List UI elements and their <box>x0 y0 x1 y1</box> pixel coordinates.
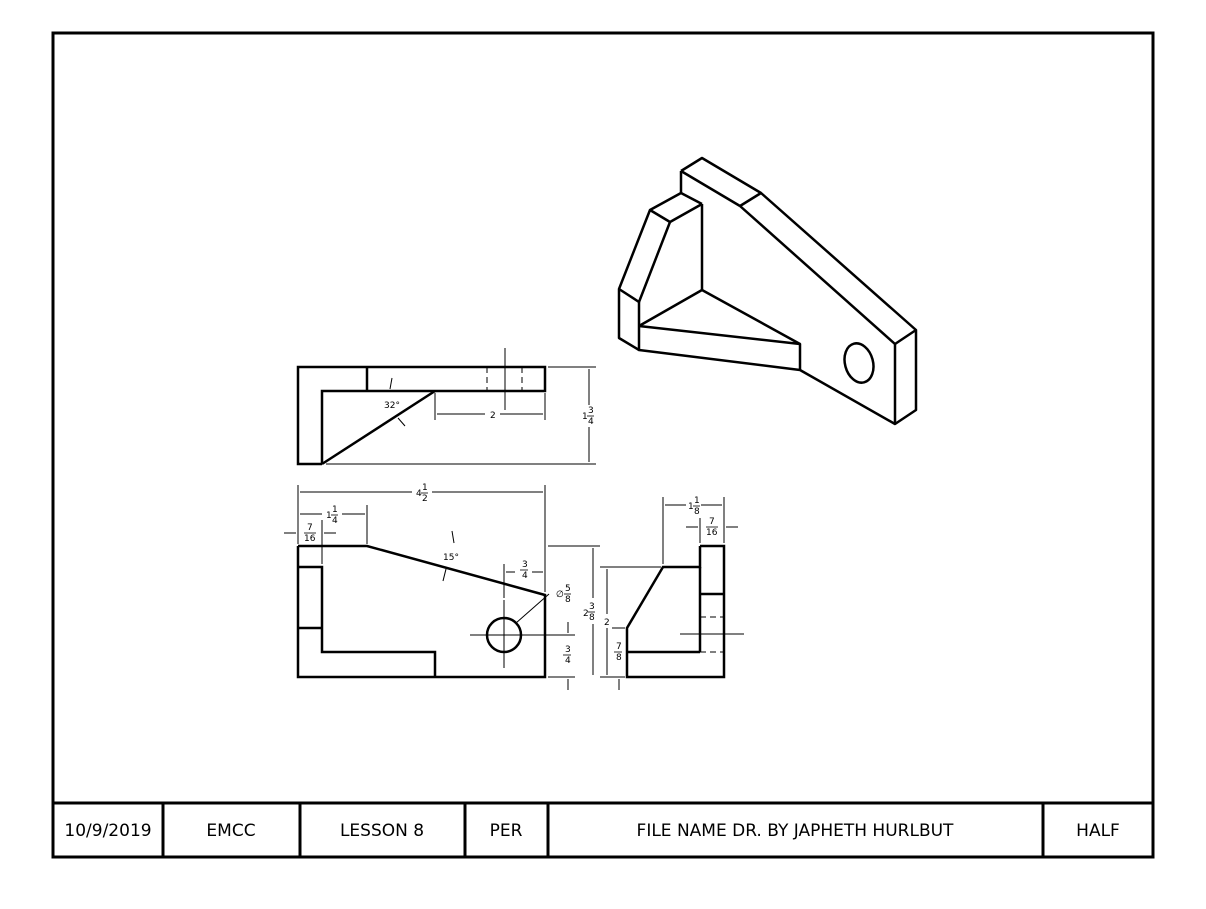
drawing-border <box>51 31 1155 859</box>
front-view <box>284 485 600 690</box>
front-left-whole: 1 <box>326 511 332 521</box>
hole-x-den: 4 <box>522 571 528 581</box>
overall-width-num: 1 <box>422 483 428 493</box>
overall-height-num: 3 <box>589 602 595 612</box>
side-view-dims: 1 1 8 7 16 2 7 8 <box>604 496 718 663</box>
angle-32-label: 32° <box>384 401 400 411</box>
scale-cell: HALF <box>1076 821 1120 841</box>
side-thick-num: 7 <box>709 517 715 527</box>
hole-dia-den: 8 <box>565 595 571 605</box>
side-thick-den: 16 <box>706 528 718 538</box>
hole-y-den: 4 <box>565 656 571 666</box>
top-height-whole: 1 <box>582 412 588 422</box>
angle-15-label: 15° <box>443 553 459 563</box>
top-len-label: 2 <box>490 411 496 421</box>
lesson-cell: LESSON 8 <box>340 821 424 841</box>
title-block <box>53 801 1153 857</box>
side-view <box>600 497 744 690</box>
side-base-den: 8 <box>616 653 622 663</box>
overall-width-den: 2 <box>422 494 428 504</box>
front-left-den: 4 <box>332 516 338 526</box>
top-view-dims: 32° 2 1 3 4 <box>384 401 594 427</box>
side-width-whole: 1 <box>688 502 694 512</box>
date-cell: 10/9/2019 <box>64 821 151 841</box>
hole-y-num: 3 <box>565 645 571 655</box>
front-thick-num: 7 <box>307 523 313 533</box>
school-cell: EMCC <box>206 821 255 841</box>
title-block-text: 10/9/2019 EMCC LESSON 8 PER FILE NAME DR… <box>64 821 1119 841</box>
overall-height-whole: 2 <box>583 609 589 619</box>
top-height-den: 4 <box>588 417 594 427</box>
hole-dia-num: 5 <box>565 584 571 594</box>
side-width-den: 8 <box>694 507 700 517</box>
overall-height-den: 8 <box>589 613 595 623</box>
period-cell: PER <box>490 821 523 841</box>
front-view-dims: 4 1 2 1 1 4 7 16 15° 3 4 ∅ 5 8 3 4 2 3 8 <box>304 483 595 666</box>
isometric-view <box>617 156 918 426</box>
file-info-cell: FILE NAME DR. BY JAPHETH HURLBUT <box>637 821 954 841</box>
side-width-num: 1 <box>694 496 700 506</box>
front-left-num: 1 <box>332 505 338 515</box>
top-height-num: 3 <box>588 406 594 416</box>
side-chamfer-label: 2 <box>604 618 610 628</box>
side-base-num: 7 <box>616 642 622 652</box>
top-view <box>296 348 596 466</box>
hole-x-num: 3 <box>522 560 528 570</box>
overall-width-whole: 4 <box>416 489 422 499</box>
front-thick-den: 16 <box>304 534 316 544</box>
hole-dia-prefix: ∅ <box>556 590 564 600</box>
